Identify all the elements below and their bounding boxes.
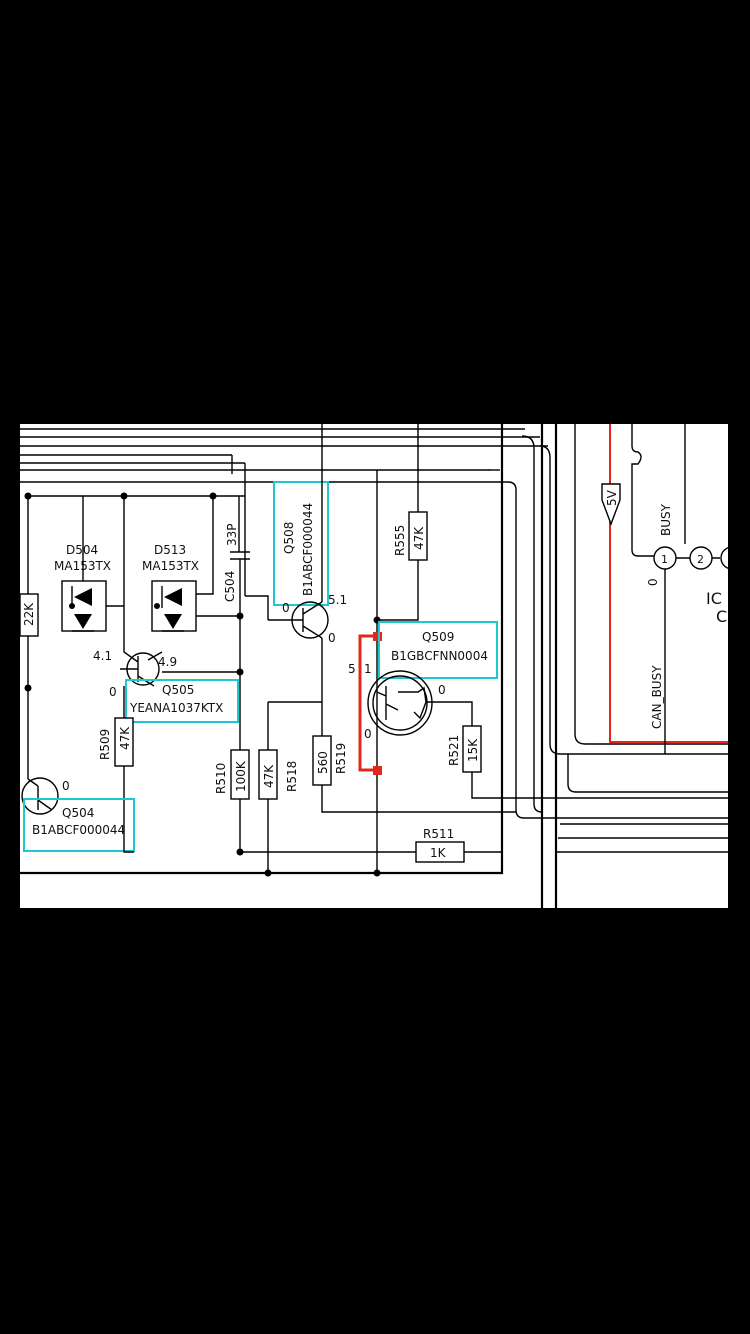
q509-v-base: 0 [364,727,372,741]
r510-label: R510 [214,763,228,794]
q504-part: B1ABCF000044 [32,823,125,837]
can-busy-label: CAN_BUSY [650,665,664,729]
q509-v-out: 0 [438,683,446,697]
d513-diode: D513 MA153TX [142,496,214,632]
schematic-diagram: 22K D504 MA153TX D513 MA153TX 33P C504 [19,424,744,908]
resistor-22k-value: 22K [22,602,36,626]
right-side-wires [20,424,728,853]
r511-resistor: 1K R511 [240,827,502,863]
q509-v-1: 1 [364,662,372,676]
r555-value: 47K [412,526,426,550]
d504-label: D504 [66,543,98,557]
pin-2-label: 2 [697,553,704,566]
busy-label: BUSY [659,503,673,536]
ic-label: IC [706,589,722,608]
q505-highlight-box [125,679,239,723]
r518-label: R518 [285,761,299,792]
r519-label: R519 [334,743,348,774]
r510-value: 100K [234,760,248,792]
q508-label: Q508 [282,522,296,554]
r521-value: 15K [466,738,480,762]
r555-label: R555 [393,525,407,556]
r511-label: R511 [423,827,454,841]
ic-label-2: C [716,607,727,626]
left-resistor-22k: 22K [19,496,39,779]
r510-resistor: 100K R510 [214,672,250,856]
pin-1-label: 1 [661,553,668,566]
q509-part: B1GBCFNN0004 [391,649,488,663]
c504-label: C504 [223,571,237,602]
c504-capacitor: 33P C504 [196,496,250,676]
top-bus-wires [20,424,548,484]
r509-label: R509 [98,729,112,760]
q505-v-4-1: 4.1 [93,649,112,663]
q504-v: 0 [62,779,70,793]
q508-part: B1ABCF000044 [301,503,315,596]
q509-transistor: Q509 B1GBCFNN0004 5 1 0 0 [348,621,498,741]
q504-transistor: 0 Q504 B1ABCF000044 [21,777,135,853]
marked-path [358,632,382,775]
q505-v-base: 0 [109,685,117,699]
q509-v-5: 5 [348,662,356,676]
q505-transistor: 4.1 4.9 0 Q505 YEANA1037KTX [93,636,240,723]
r521-resistor: 15K R521 [447,725,728,799]
r519-resistor: 560 R519 [312,735,516,813]
r511-value: 1K [430,846,447,860]
d513-label: D513 [154,543,186,557]
q508-v-emitter: 0 [328,631,336,645]
q508-v-base: 0 [282,601,290,615]
r509-value: 47K [118,726,132,750]
r509-resistor: 47K R509 [98,686,134,804]
supply-5v-label: 5V [605,489,619,506]
q505-part: YEANA1037KTX [129,701,223,715]
rail-top [24,492,245,500]
schematic-svg: 22K D504 MA153TX D513 MA153TX 33P C504 [19,424,744,908]
q509-highlight-box [378,621,498,679]
r555-resistor: 47K R555 [393,424,428,561]
q504-label: Q504 [62,806,94,820]
d513-part: MA153TX [142,559,199,573]
q504-highlight-box [23,798,135,852]
connector-section: 5V BUSY 0 1 2 CAN_BUSY IC C [601,424,744,754]
q508-transistor: Q508 B1ABCF000044 0 5.1 0 [244,434,347,736]
r518-value: 47K [262,764,276,788]
c504-value: 33P [225,523,239,546]
q505-label: Q505 [162,683,194,697]
r518-resistor: 47K R518 [258,701,322,877]
q509-label: Q509 [422,630,454,644]
board-frame [20,424,558,908]
busy-v-0: 0 [646,578,660,586]
q505-v-4-9: 4.9 [158,655,177,669]
r521-label: R521 [447,735,461,766]
d504-diode: D504 MA153TX [54,496,125,636]
q508-v-collector: 5.1 [328,593,347,607]
r519-value: 560 [316,751,330,774]
